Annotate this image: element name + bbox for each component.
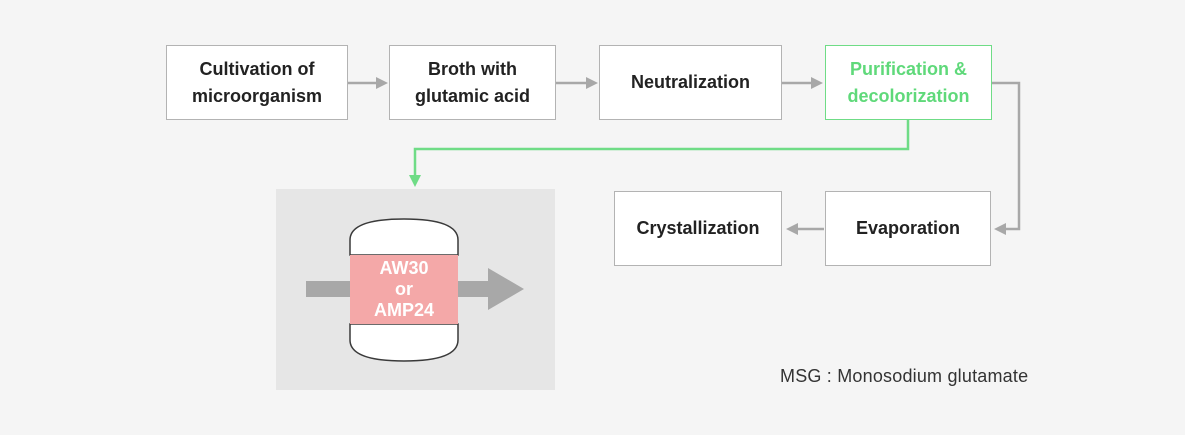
abbreviation-note: MSG : Monosodium glutamate: [780, 366, 1029, 386]
arrow-evaporation-to-crystallization: [786, 223, 824, 235]
step-crystallization: Crystallization: [614, 191, 782, 266]
step-cultivation: Cultivation of microorganism: [166, 45, 348, 120]
arrow-purification-to-column: [409, 120, 910, 187]
arrow-cultivation-to-broth: [348, 77, 388, 89]
step-broth: Broth with glutamic acid: [389, 45, 556, 120]
resin-band: [350, 255, 458, 324]
arrow-broth-to-neutralization: [556, 77, 598, 89]
arrow-neutralization-to-purification: [782, 77, 823, 89]
step-neutralization: Neutralization: [599, 45, 782, 120]
step-purification: Purification & decolorization: [825, 45, 992, 120]
column-top-cap: [349, 218, 459, 256]
flow-arrow-head: [488, 268, 524, 310]
column-bottom-cap: [349, 323, 459, 362]
resin-label: AW30 or AMP24: [373, 258, 435, 320]
arrow-purification-to-evaporation: [992, 81, 1021, 235]
step-evaporation: Evaporation: [825, 191, 991, 266]
